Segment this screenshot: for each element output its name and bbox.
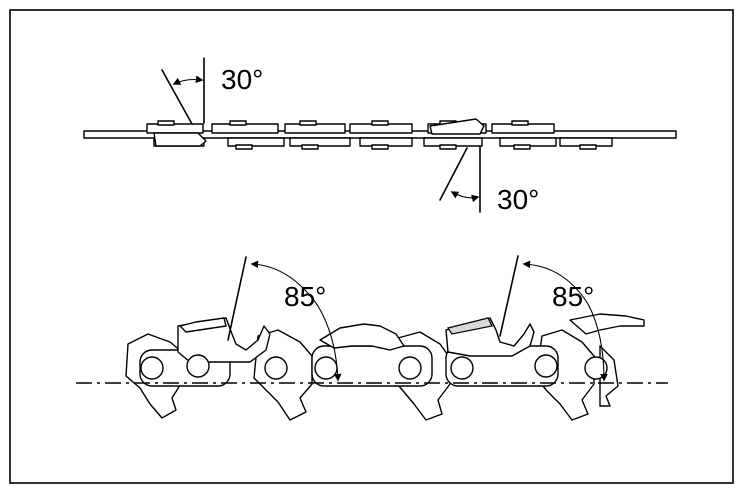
angle-marker-side-right: 85° [499,255,608,382]
chain-side-view [76,313,668,421]
angle-label-top-left: 30° [221,64,263,95]
cutter-link-far-right [569,313,645,335]
figure-frame [9,9,734,484]
cutter-tooth-left-top [153,132,207,147]
angle-label-side-left: 85° [284,281,326,312]
cutter-top-plate-right [447,317,493,335]
cutter-tooth-right-top [429,118,485,135]
angle-marker-side-left: 85° [227,256,342,382]
angle-marker-top-right: 30° [439,145,539,215]
chain-top-view [83,118,677,150]
angle-label-side-right: 85° [552,281,594,312]
angle-label-top-right: 30° [497,184,539,215]
cutter-link-middle [319,323,405,351]
cutter-top-plate-left [179,317,227,333]
lower-side-plates [153,137,613,150]
angle-marker-top-left: 30° [161,57,263,125]
